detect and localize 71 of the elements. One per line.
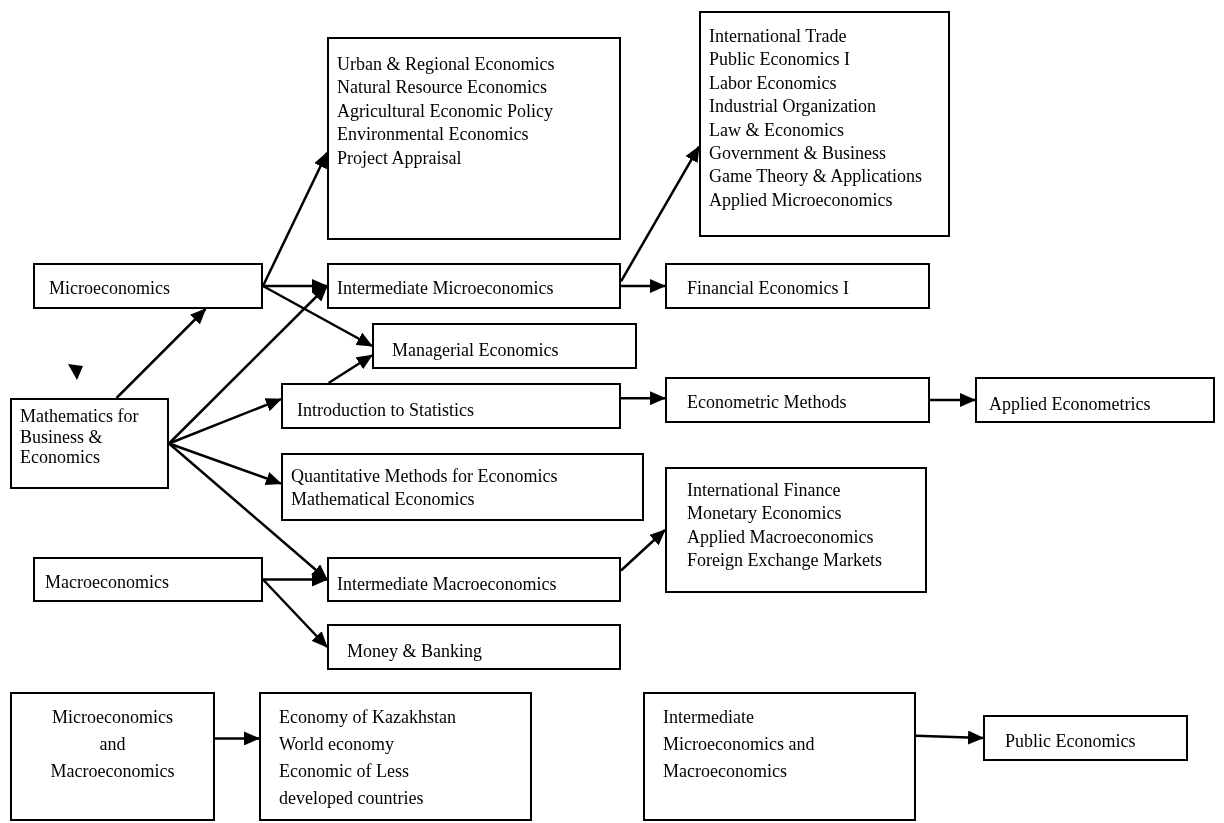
course-name: Economy of Kazakhstan (279, 706, 457, 729)
course-box (10, 692, 215, 821)
course-box (372, 323, 637, 369)
course-box (327, 557, 621, 602)
course-name: Introduction to Statistics (297, 399, 475, 422)
arrow (915, 730, 984, 745)
course-name: Monetary Economics (687, 502, 843, 526)
arrow (930, 393, 976, 407)
course-box (983, 715, 1188, 761)
course-name: Mathematical Economics (291, 488, 476, 512)
course-name: Public Economics I (709, 48, 851, 72)
course-name: Intermediate Macroeconomics (337, 573, 558, 596)
course-name: Environmental Economics (337, 123, 530, 147)
course-name: Microeconomics and Macroeconomics (49, 706, 176, 783)
course-name: Agricultural Economic Policy (337, 99, 554, 123)
arrow (262, 578, 328, 648)
course-box (10, 398, 169, 489)
arrow (262, 284, 373, 348)
course-name: Mathematics for Business & Economics (20, 406, 140, 469)
course-box (665, 467, 927, 593)
course-name: Managerial Economics (392, 339, 560, 362)
arrow (168, 397, 282, 445)
course-name: Applied Econometrics (989, 393, 1152, 416)
course-box (699, 11, 950, 237)
course-box (327, 263, 621, 309)
course-name: Econometric Methods (687, 391, 848, 414)
course-name: Natural Resource Economics (337, 76, 548, 100)
course-name: Microeconomics (49, 277, 171, 300)
course-box (327, 37, 621, 240)
course-name: Labor Economics (709, 71, 838, 95)
course-name: Game Theory & Applications (709, 165, 924, 189)
arrow (621, 391, 666, 406)
course-name: Law & Economics (709, 118, 845, 142)
arrow (168, 442, 282, 486)
course-name: Public Economics (1005, 730, 1137, 753)
arrow (263, 572, 328, 587)
course-name: World economy (279, 733, 396, 756)
course-name: Economic of Less developed countries (279, 760, 425, 810)
course-name: Quantitative Methods for Economics (291, 465, 559, 488)
course-name: Industrial Organization (709, 95, 878, 119)
course-name: Project Appraisal (337, 146, 463, 170)
course-box (975, 377, 1215, 423)
course-name: Intermediate Microeconomics (337, 277, 555, 300)
arrow (327, 354, 373, 385)
course-box (327, 624, 621, 670)
course-name: International Finance (687, 479, 842, 502)
course-name: Financial Economics I (687, 277, 850, 300)
course-name: Money & Banking (347, 640, 483, 663)
arrow (168, 285, 328, 445)
arrow (215, 731, 260, 746)
course-name: Government & Business (709, 141, 887, 165)
course-box (665, 377, 930, 423)
arrow (621, 279, 666, 293)
course-box (33, 263, 263, 309)
course-name: Applied Macroeconomics (687, 525, 875, 549)
arrow (620, 529, 666, 572)
course-box (281, 383, 621, 429)
arrow (168, 442, 328, 581)
course-name: Macroeconomics (45, 571, 170, 594)
course-box (665, 263, 930, 309)
course-box (259, 692, 532, 821)
course-box (281, 453, 644, 521)
arrow (115, 308, 207, 399)
course-name: Applied Microeconomics (709, 188, 894, 212)
course-box (643, 692, 916, 821)
course-box (33, 557, 263, 602)
course-name: Intermediate Microeconomics and Macroeconomics (663, 706, 816, 783)
course-name: Foreign Exchange Markets (687, 549, 883, 573)
course-name: Urban & Regional Economics (337, 53, 556, 76)
arrow (263, 279, 328, 293)
course-name: International Trade (709, 25, 848, 48)
